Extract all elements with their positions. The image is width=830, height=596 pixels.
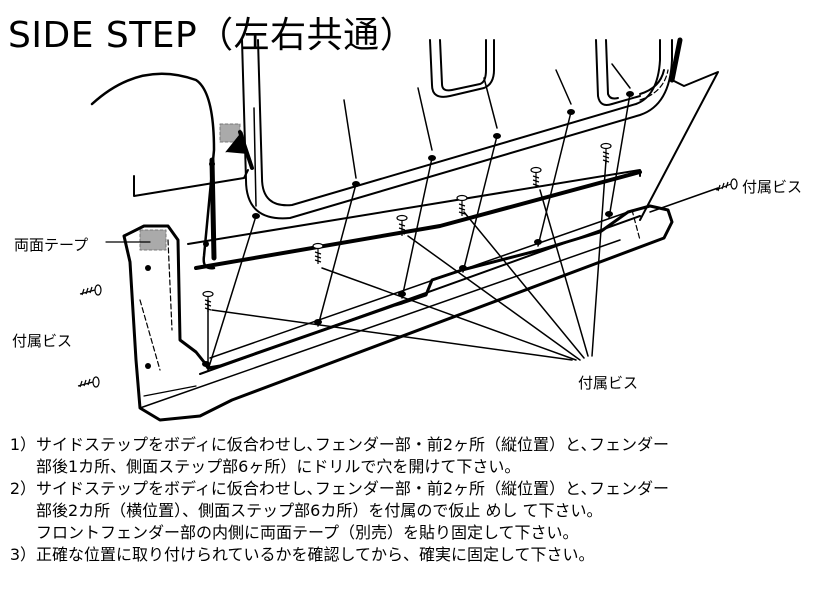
step-1: 1）サイドステップをボディに仮合わせし､フェンダー部・前2ヶ所（縦位置）と､フェ… [0,434,828,456]
label-tape: 両面テープ [14,236,89,254]
step-number: 1） [9,435,36,454]
screw-icon [396,214,408,236]
label-screw-left: 付属ビス [12,332,73,350]
tape-pad-upper [219,123,241,143]
mount-holes [145,91,634,369]
step-line: 部後1カ所、側面ステップ部6ヶ所）にドリルで穴を開けて下さい。 [36,457,521,476]
screw-icon [79,284,102,296]
step-line: サイドステップをボディに仮合わせし､フェンダー部・前2ヶ所（縦位置）と､フェンダ… [36,435,670,454]
screw-icon [600,142,612,164]
step-number: 2） [9,479,36,498]
step-number: 3） [9,545,36,564]
step-3: 3）正確な位置に取り付けられているかを確認してから、確実に固定して下さい。 [0,544,828,566]
tape-pad-lower [139,229,167,251]
screw-icon [456,194,468,216]
screw-icon [312,242,324,264]
car-body [241,37,719,221]
screw-icon [77,376,100,388]
screws [77,142,738,388]
screw-icon [715,178,738,192]
step-line: 正確な位置に取り付けられているかを確認してから、確実に固定して下さい。 [36,545,595,564]
guide-lines [207,63,719,371]
side-step-body [122,204,674,422]
label-screw-bottom: 付属ビス [578,374,639,392]
page-title: SIDE STEP（左右共通） [8,15,417,56]
step-line: フロントフェンダー部の内側に両面テープ（別売）を貼り固定して下さい。 [36,523,579,542]
fender-outline [90,72,642,270]
instructions: 1）サイドステップをボディに仮合わせし､フェンダー部・前2ヶ所（縦位置）と､フェ… [0,434,828,566]
step-line: 部後2カ所（横位置）、側面ステップ部6カ所）を付属ので仮止 めし て下さい。 [36,501,603,520]
screw-icon [202,290,214,312]
step-2: 2）サイドステップをボディに仮合わせし､フェンダー部・前2ヶ所（縦位置）と､フェ… [0,478,828,500]
label-screw-right: 付属ビス [742,178,803,196]
screw-icon [530,166,542,188]
side-step-diagram [77,37,738,422]
step-line: サイドステップをボディに仮合わせし､フェンダー部・前2ヶ所（縦位置）と､フェンダ… [36,479,670,498]
